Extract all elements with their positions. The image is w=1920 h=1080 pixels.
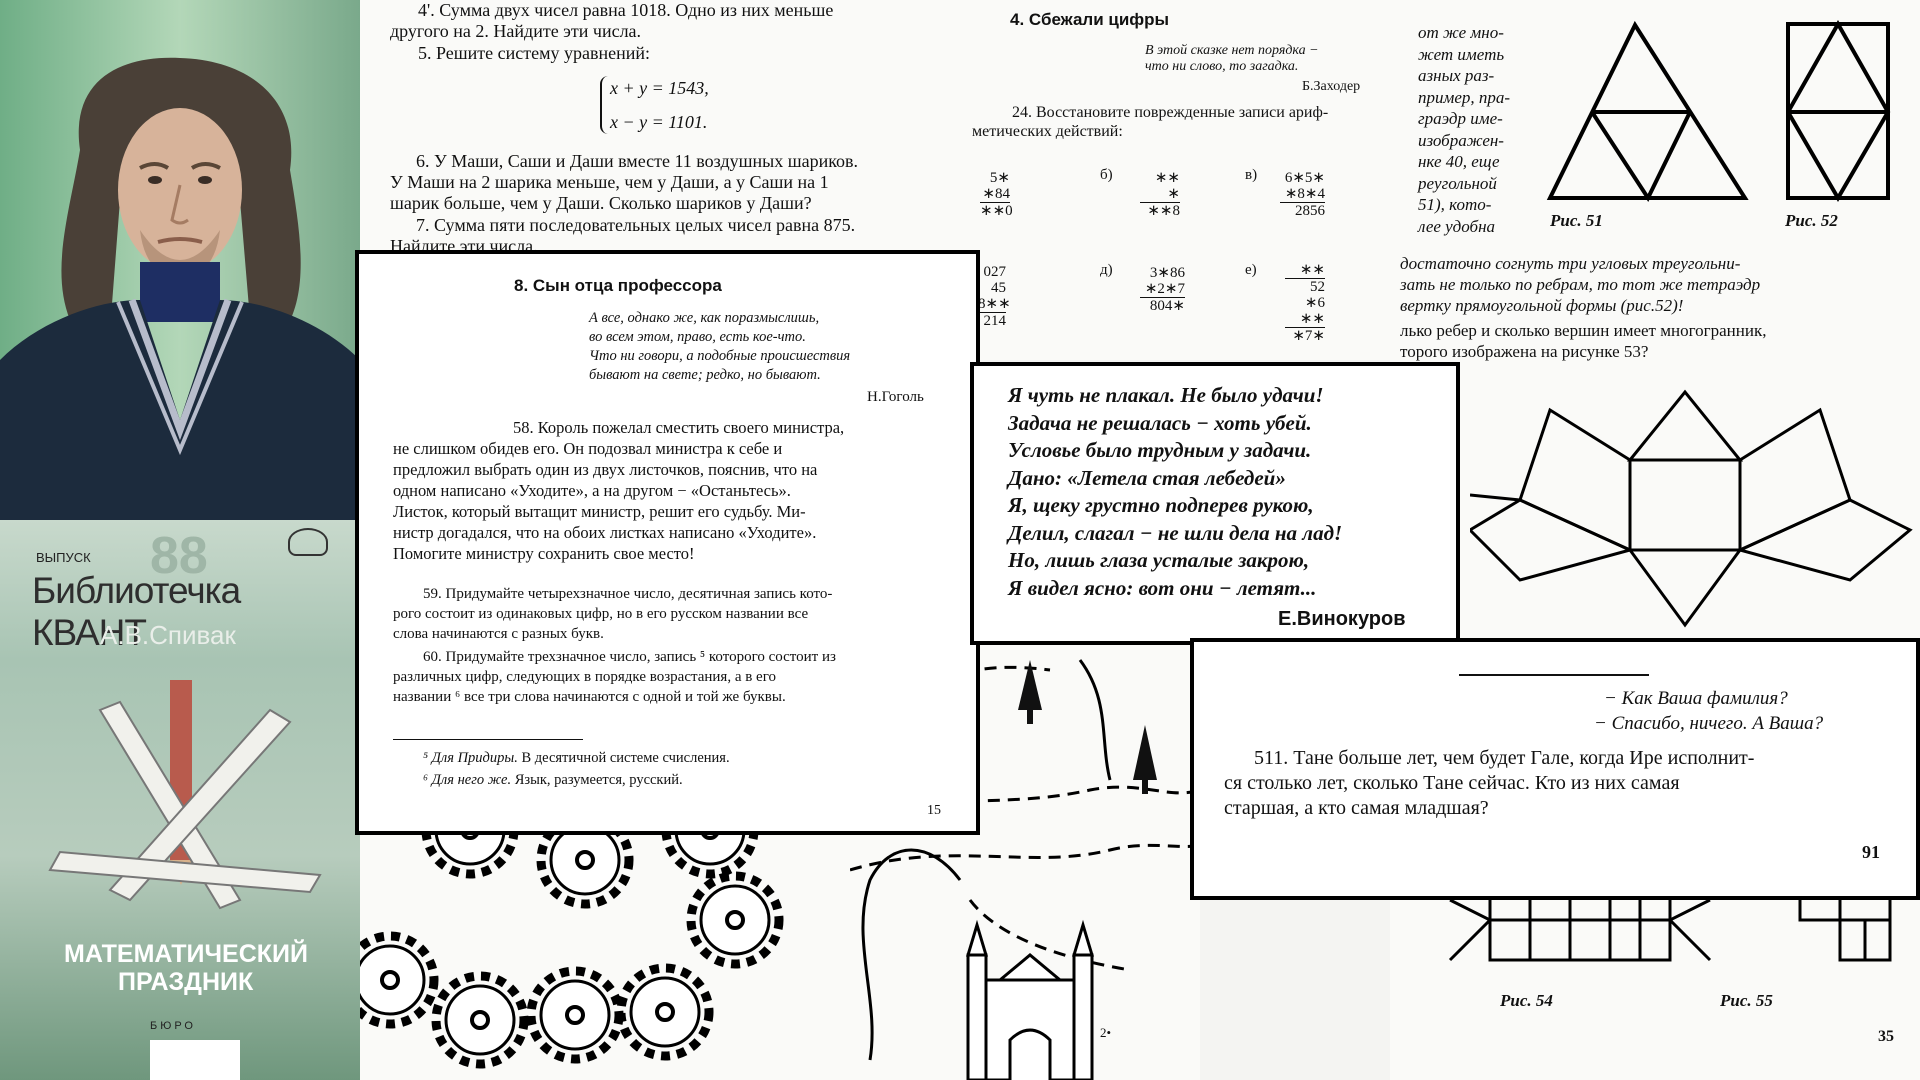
section-title: 8. Сын отца профессора [514,276,722,295]
figure-caption: Рис. 54 [1500,991,1553,1010]
puzzle-e: ∗∗52∗6∗∗∗7∗ [1285,262,1325,344]
footnote-5: ⁵ Для Придиры. В десятичной системе счис… [423,750,730,766]
poem-author: Е.Винокуров [1278,608,1406,630]
problem-58: 58. Король пожелал сместить своего минис… [393,418,845,563]
system-brace [600,76,610,134]
page-number: 2• [1100,1025,1112,1040]
text-line: другого на 2. Найдите эти числа. [390,21,642,41]
book-cover: ВЫПУСК 88 Библиотечка КВАНТ А.В.Спивак М… [0,520,360,1080]
cover-publisher: БЮРО [150,1020,196,1032]
cover-issue-label: ВЫПУСК [36,550,91,565]
task-line: метических действий: [972,123,1123,140]
rule [1459,674,1649,676]
page-scan-gears [360,820,850,1080]
cover-title-line1: МАТЕМАТИЧЕСКИЙ [64,940,308,968]
text-line: 4'. Сумма двух чисел равна 1018. Одно из… [418,0,834,20]
page-number: 91 [1862,842,1880,862]
puzzle-a: 5∗∗84∗∗0 [980,170,1013,219]
page-number: 35 [1878,1028,1894,1045]
text-line: вертку прямоугольной формы (рис.52)! [1400,296,1684,315]
page-scan-equations: 4'. Сумма двух чисел равна 1018. Одно из… [360,0,960,256]
puzzle-b: ∗∗∗∗∗8 [1140,170,1180,219]
figure-53-net [1470,389,1913,628]
text-fragments: от же мно- жет иметь азных раз- пример, … [1418,23,1511,236]
epigraph-line: что ни слово, то загадка. [1145,59,1299,74]
figure-caption: Рис. 52 [1785,211,1838,230]
text-line: 5. Решите систему уравнений: [418,43,650,63]
page-scan-geometry: от же мно- жет иметь азных раз- пример, … [1390,0,1920,1080]
epigraph-author: Н.Гоголь [867,389,924,405]
portrait-illustration [0,0,360,520]
cover-issue-number: 88 [150,527,208,585]
footnote-divider [393,739,583,740]
text-line: лько ребер и сколько вершин имеет многог… [1400,321,1767,340]
page-age-problem: − Как Ваша фамилия? − Спасибо, ничего. А… [1190,638,1920,900]
epigraph-line: В этой сказке нет порядка − [1145,43,1319,58]
cover-label-box [150,1040,240,1080]
epigraph: А все, однако же, как поразмыслишь, во в… [589,310,851,383]
poem-text: Я чуть не плакал. Не было удачи! Задача … [1008,383,1343,600]
problem-59: 59. Придумайте четырехзначное число, дес… [393,586,833,642]
problem-60: 60. Придумайте трехзначное число, запись… [393,649,836,705]
problem-511: 511. Тане больше лет, чем будет Гале, ко… [1224,747,1755,819]
page-scan-digits: 4. Сбежали цифры В этой сказке нет поряд… [960,0,1390,360]
label-b: б) [1100,167,1113,183]
text-line: 6. У Маши, Саши и Даши вместе 11 воздушн… [416,151,859,171]
page-son-of-professor: 8. Сын отца профессора А все, однако же,… [355,250,980,835]
dialog-line: − Как Ваша фамилия? [1604,688,1788,709]
text-line: 7. Сумма пяти последовательных целых чис… [416,215,856,235]
epigraph-author: Б.Заходер [1302,79,1361,94]
figures-54-55 [1448,890,1892,962]
footnote-6: ⁶ Для него же. Язык, разумеется, русский… [423,772,683,788]
label-e: е) [1245,262,1257,278]
page-number: 15 [927,803,941,818]
text-line: достаточно согнуть три угловых треугольн… [1400,254,1741,273]
section-title: 4. Сбежали цифры [1010,10,1170,29]
text-line: У Маши на 2 шарика меньше, чем у Даши, а… [390,172,829,192]
equation-1: x + y = 1543, [610,78,709,98]
text-line: зать не только по ребрам, то тот же тетр… [1400,275,1761,294]
kvant-logo-icon [288,528,328,556]
cover-author: А.В.Спивак [100,620,236,650]
label-c: в) [1245,167,1258,183]
text-line: шарик больше, чем у Даши. Сколько шарико… [390,193,812,213]
page-poem: Я чуть не плакал. Не было удачи! Задача … [970,362,1460,645]
cover-title-line2: ПРАЗДНИК [118,968,254,996]
figures-51-52 [1546,20,1891,203]
equation-2: x − y = 1101. [610,112,708,132]
author-photo [0,0,360,520]
figure-caption: Рис. 51 [1550,211,1603,230]
gears-illustration [360,820,850,1080]
pencils-illustration [48,680,322,910]
cover-series: Библиотечка КВАНТ [32,570,241,653]
label-d: д) [1100,262,1113,278]
text-line: торого изображена на рисунке 53? [1400,342,1649,361]
figure-caption: Рис. 55 [1720,991,1773,1010]
dialog-line: − Спасибо, ничего. А Ваша? [1594,713,1824,734]
task-line: 24. Восстановите поврежденные записи ари… [1012,104,1329,121]
